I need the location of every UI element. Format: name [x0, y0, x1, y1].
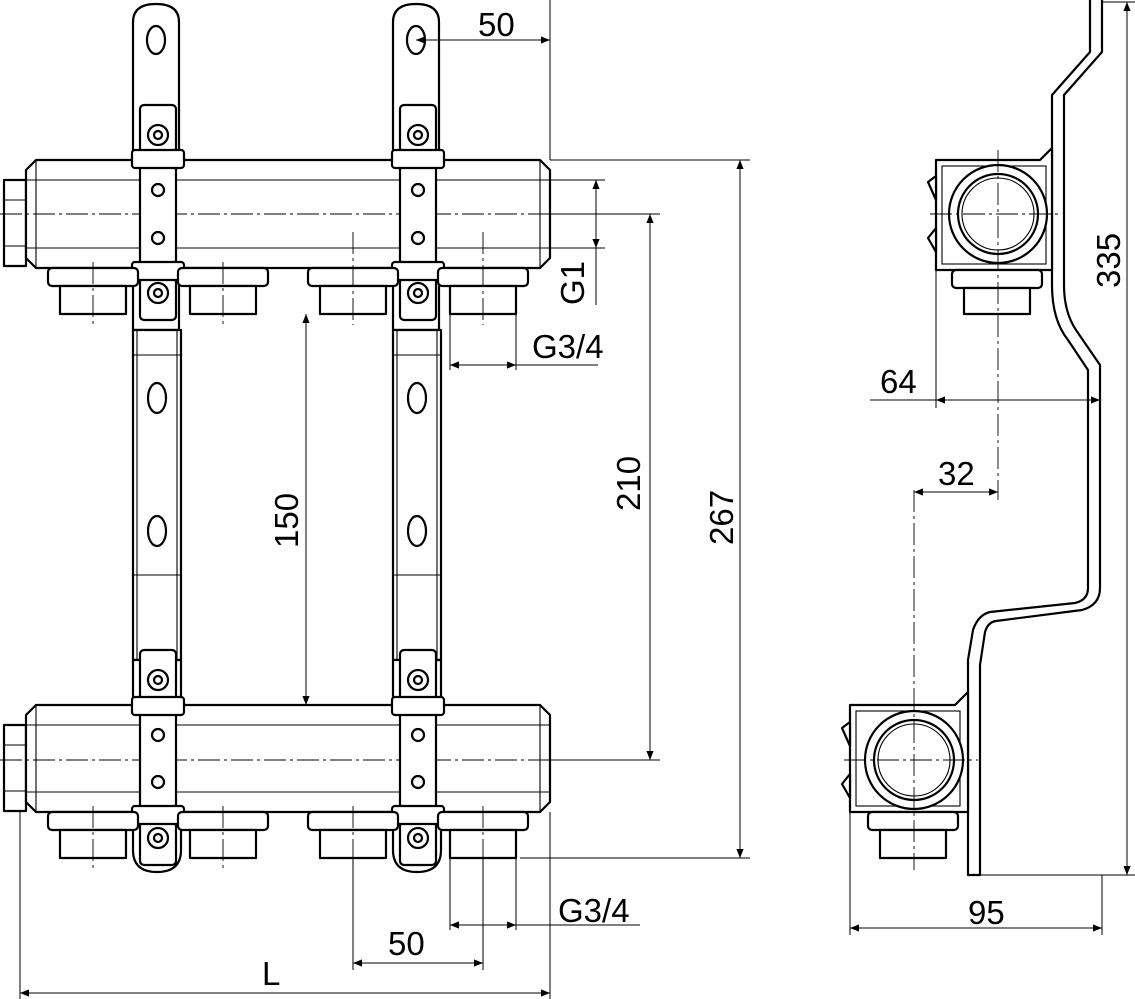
- upper-pipe-block: [926, 146, 1062, 500]
- dim-bar-spacing: 150: [268, 493, 305, 548]
- dim-outlet-spacing: 50: [388, 925, 425, 962]
- dim-pipe-size: G1: [554, 261, 591, 305]
- side-bracket: [966, 0, 1104, 877]
- bracket-clamps: [130, 103, 446, 867]
- side-view: [840, 0, 1104, 877]
- dim-outlet-size-bottom: G3/4: [558, 892, 630, 929]
- front-view: [0, 2, 560, 874]
- dim-side-width: 95: [968, 894, 1005, 931]
- dim-side-offset: 32: [938, 455, 975, 492]
- bottom-manifold-bar: [0, 703, 560, 814]
- dim-total-height: 267: [703, 490, 740, 545]
- dim-axis-to-outlet: 210: [610, 456, 647, 511]
- top-outlets: [46, 232, 530, 325]
- front-dimensions: 50 G1 G3/4 150 210 267 G3/4: [19, 0, 750, 999]
- bracket-screws: [146, 123, 430, 850]
- side-dimensions: 64 32 335 95: [849, 1, 1135, 935]
- dim-length: L: [262, 955, 280, 992]
- top-manifold-bar: [0, 158, 560, 270]
- dim-outlet-size-top: G3/4: [532, 328, 604, 365]
- dim-bracket-spacing: 50: [478, 6, 515, 43]
- dim-side-depth: 64: [880, 363, 917, 400]
- bottom-outlets: [46, 806, 530, 870]
- dim-side-total-height: 335: [1090, 233, 1127, 288]
- lower-pipe-block: [840, 490, 978, 870]
